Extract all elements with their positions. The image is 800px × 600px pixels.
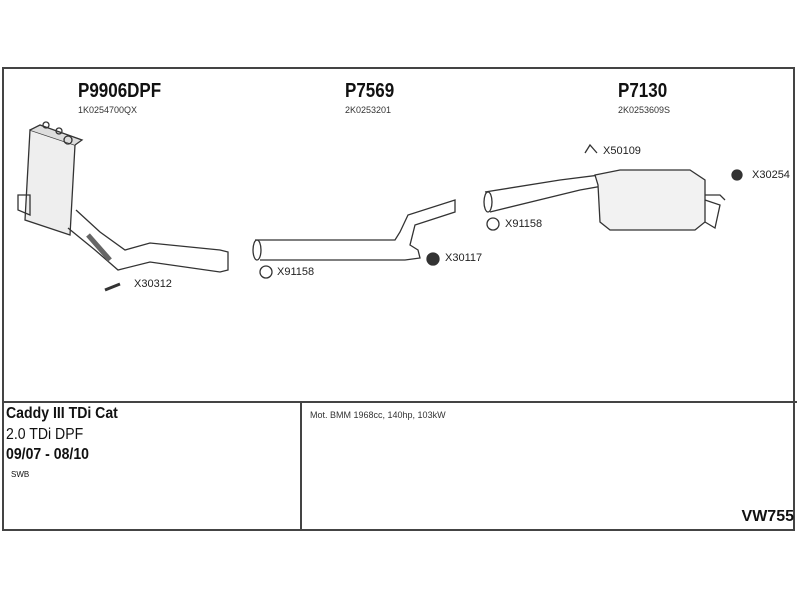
oe-number: 2K0253201 — [345, 105, 392, 115]
oe-number: 1K0254700QX — [78, 105, 138, 115]
part-number: P7130 — [618, 80, 668, 102]
accessory-label: X50109 — [603, 145, 641, 157]
diagram-code: VW755 — [741, 508, 794, 525]
vehicle-model: Caddy III TDi Cat — [6, 405, 118, 422]
oe-number: 2K0253609S — [618, 105, 671, 115]
accessory-label: X91158 — [277, 266, 315, 278]
accessory-label: X30312 — [134, 278, 172, 290]
vehicle-engine: 2.0 TDi DPF — [6, 426, 84, 443]
divider — [300, 402, 302, 531]
vehicle-variant: SWB — [11, 470, 30, 479]
vehicle-years: 09/07 - 08/10 — [6, 446, 89, 463]
divider — [2, 401, 797, 403]
part-number: P9906DPF — [78, 80, 162, 102]
dpf-part-drawing — [17, 121, 229, 292]
accessory-label: X91158 — [505, 218, 543, 230]
clamp-icons — [259, 169, 743, 279]
accessory-label: X30254 — [752, 169, 790, 181]
middle-pipe-drawing — [252, 199, 456, 261]
accessory-label: X30117 — [445, 252, 483, 264]
engine-info: Mot. BMM 1968cc, 140hp, 103kW — [310, 410, 446, 420]
diagram-frame — [2, 67, 795, 531]
exhaust-drawing — [17, 121, 743, 292]
rear-silencer-drawing — [483, 143, 726, 231]
part-number: P7569 — [345, 80, 395, 102]
